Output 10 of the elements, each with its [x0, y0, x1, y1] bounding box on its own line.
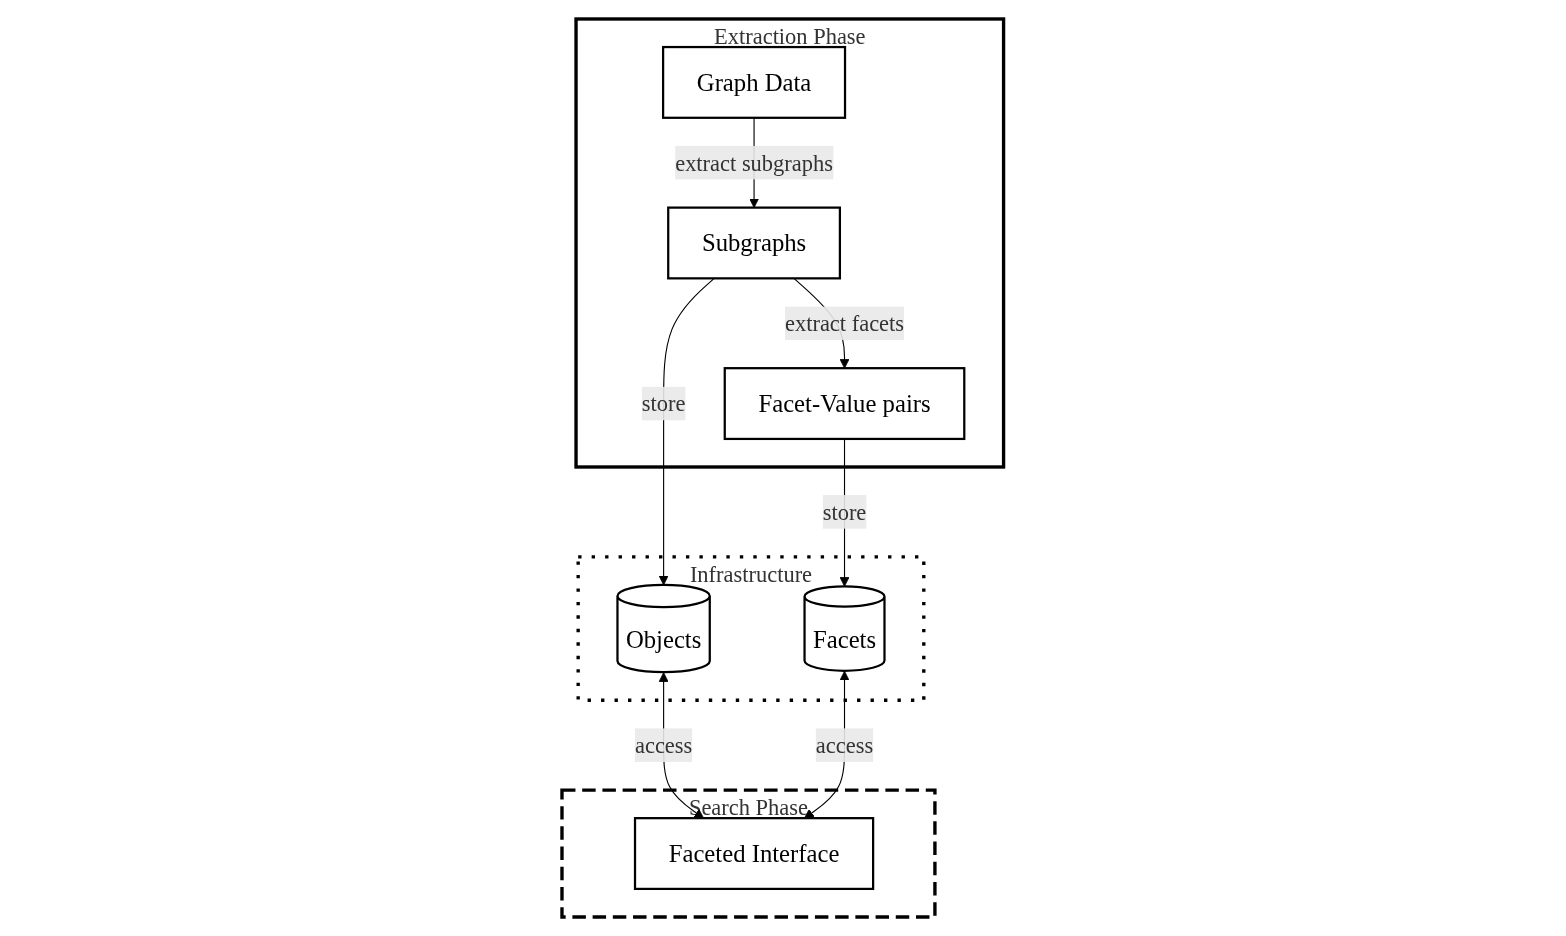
node-box: Facet-Value pairs — [723, 367, 966, 441]
node-box: Graph Data — [662, 45, 847, 119]
edge-label: access — [635, 732, 693, 758]
edge-label: extract facets — [785, 310, 905, 336]
edge-label: store — [822, 499, 867, 525]
node-box: Subgraphs — [667, 206, 842, 280]
edge-label: store — [642, 391, 686, 416]
node-box: Faceted Interface — [634, 817, 875, 891]
edge-label: access — [816, 732, 874, 758]
edge-label: extract subgraphs — [675, 150, 834, 176]
